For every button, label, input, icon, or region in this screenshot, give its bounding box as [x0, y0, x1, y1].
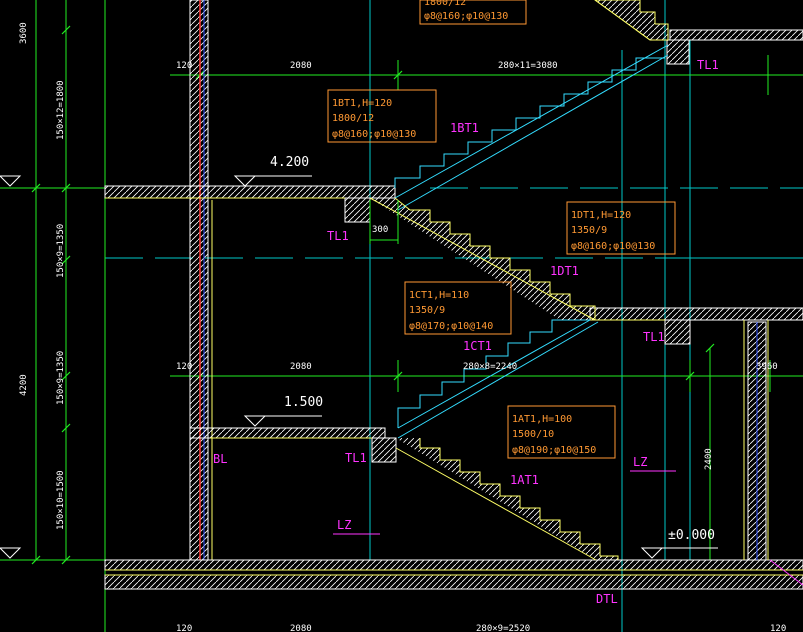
elevation-0000: ±0.000: [668, 528, 715, 543]
dim-row3-120-right: 120: [770, 624, 786, 632]
dim-300: 300: [372, 225, 388, 235]
annotation-text: 1800/12 φ8@160;φ10@130 1BT1,H=120 1800/1…: [332, 0, 655, 456]
axis-lines-vertical: [369, 0, 691, 632]
box-1at1-line-3: φ8@190;φ10@150: [512, 445, 596, 456]
box-1dt1-line-2: 1350/9: [571, 225, 607, 236]
left-wall: [189, 0, 213, 561]
dimension-text: 120 2080 280×11=3080 120 2080 280×8=2240…: [19, 22, 786, 632]
top-box-line-2: φ8@160;φ10@130: [424, 11, 508, 22]
dim-row3-120: 120: [176, 624, 192, 632]
dim-left-1500: 150×10=1500: [56, 470, 66, 530]
label-1dt1: 1DT1: [550, 264, 579, 278]
dtl-line: [769, 559, 803, 586]
elevation-4200: 4.200: [270, 155, 309, 170]
label-tl1-lower: TL1: [345, 451, 367, 465]
annotation-boxes: [327, 0, 676, 459]
member-labels: TL1 1BT1 TL1 1DT1 TL1 1CT1 TL1 1AT1 BL L…: [213, 58, 719, 606]
stair-flight-1at1: [395, 438, 619, 561]
label-tl1-right: TL1: [643, 330, 665, 344]
box-1bt1-line-3: φ8@160;φ10@130: [332, 129, 416, 140]
box-1dt1-line-3: φ8@160;φ10@130: [571, 241, 655, 252]
axis-lines: [105, 187, 803, 259]
slabs: [104, 29, 803, 590]
dim-300-lines: [369, 200, 399, 244]
box-1dt1-line-1: 1DT1,H=120: [571, 210, 631, 221]
box-1bt1-line-1: 1BT1,H=120: [332, 98, 392, 109]
stair-flight-top: [594, 0, 669, 41]
box-1ct1-line-2: 1350/9: [409, 305, 445, 316]
box-1at1-line-2: 1500/10: [512, 429, 554, 440]
dim-2400: 2400: [704, 448, 714, 470]
dim-row1-2080: 2080: [290, 61, 312, 71]
box-1at1-line-1: 1AT1,H=100: [512, 414, 572, 425]
dim-row2-3960: 3960: [756, 362, 778, 372]
stair-flight-1dt1: [369, 197, 596, 321]
dim-left-3600: 3600: [19, 22, 29, 44]
box-1ct1-line-3: φ8@170;φ10@140: [409, 321, 493, 332]
label-tl1-upper: TL1: [327, 229, 349, 243]
dim-left-4200: 4200: [19, 374, 29, 396]
dim-left-1350-b: 150×9=1350: [56, 351, 66, 405]
dim-row2-120: 120: [176, 362, 192, 372]
elevation-1500: 1.500: [284, 395, 323, 410]
dim-row1-3080: 280×11=3080: [498, 61, 558, 71]
dim-row2-2240: 280×8=2240: [463, 362, 517, 372]
top-box-line-1: 1800/12: [424, 0, 466, 8]
label-dtl: DTL: [596, 592, 618, 606]
dim-row2-2080: 2080: [290, 362, 312, 372]
dim-left-1350-a: 150×9=1350: [56, 224, 66, 278]
label-tl1-top: TL1: [697, 58, 719, 72]
label-1at1: 1AT1: [510, 473, 539, 487]
dim-row1-120: 120: [176, 61, 192, 71]
lz-lines: [333, 470, 676, 535]
dim-row3-2520: 280×9=2520: [476, 624, 530, 632]
label-1bt1: 1BT1: [450, 121, 479, 135]
label-bl: BL: [213, 452, 227, 466]
yellow-edges: [105, 197, 803, 576]
label-lz-left: LZ: [337, 518, 351, 532]
elevation-text: 4.200 1.500 ±0.000: [270, 155, 715, 543]
dim-row3-2080: 2080: [290, 624, 312, 632]
box-1bt1-line-2: 1800/12: [332, 113, 374, 124]
label-1ct1: 1CT1: [463, 339, 492, 353]
dim-left-1800: 150×12=1800: [56, 80, 66, 140]
elevation-markers: [0, 175, 718, 559]
right-column: [747, 321, 767, 561]
box-1ct1-line-1: 1CT1,H=110: [409, 290, 469, 301]
stringers: [394, 44, 669, 439]
label-lz-right: LZ: [633, 455, 647, 469]
